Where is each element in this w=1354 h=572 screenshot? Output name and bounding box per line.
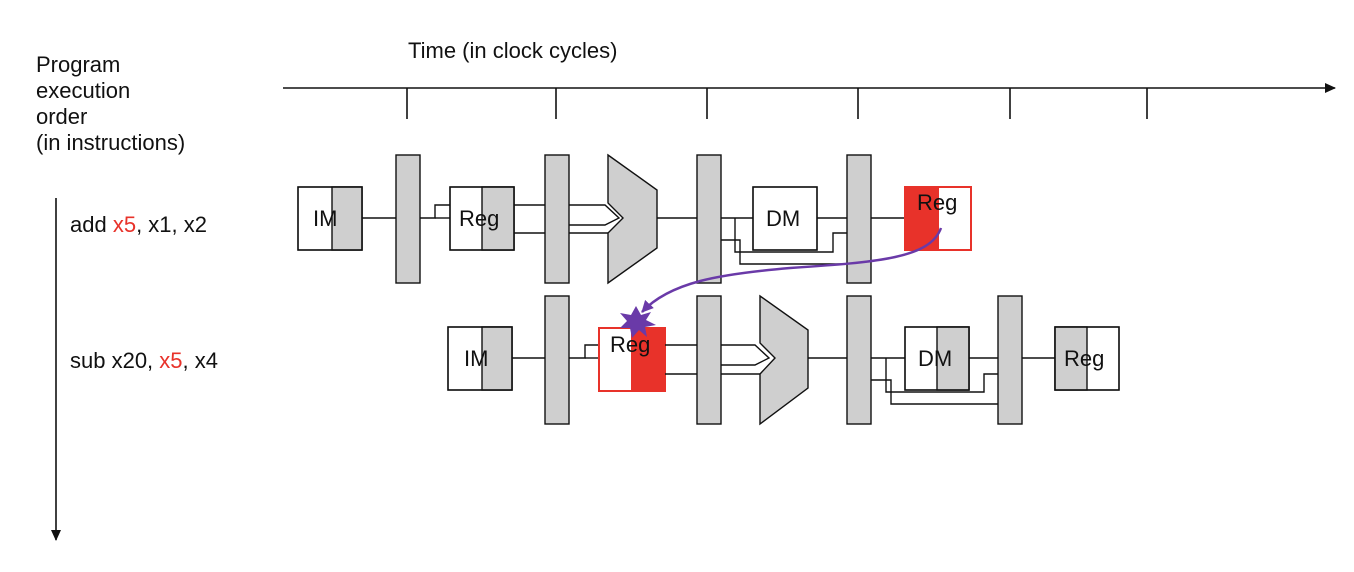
reg-label: Reg xyxy=(917,190,958,215)
im-unit xyxy=(447,326,513,391)
dependent-register: x5 xyxy=(159,348,183,373)
dependent-register: x5 xyxy=(112,212,137,237)
reg-label: Reg xyxy=(610,332,651,357)
reg-read-unit xyxy=(449,186,515,251)
reg-label: Reg xyxy=(1064,346,1105,371)
instruction-sub: sub x20, x5, x4 xyxy=(70,348,218,374)
pipeline-register xyxy=(846,295,872,425)
instruction-text: , x4 xyxy=(182,348,218,373)
dm-label: DM xyxy=(918,346,953,371)
instruction-text: sub x20, xyxy=(70,348,160,373)
alu-unit xyxy=(759,294,809,426)
pipeline-sub xyxy=(447,294,1120,426)
pipeline-register xyxy=(696,295,722,425)
instruction-text: , x1, x2 xyxy=(136,212,207,237)
dm-label: DM xyxy=(766,206,801,231)
dm-unit xyxy=(752,186,818,251)
im-label: IM xyxy=(464,346,489,371)
order-label-line: execution xyxy=(36,78,131,103)
instruction-add: add x5, x1, x2 xyxy=(70,212,207,238)
hazard-dependency-arrow xyxy=(620,227,943,338)
cycle-ticks xyxy=(406,88,1148,119)
pipeline-register xyxy=(696,154,722,284)
im-unit xyxy=(297,186,363,251)
pipeline-register xyxy=(544,154,570,284)
reg-write-unit xyxy=(1054,326,1120,391)
collision-burst-icon xyxy=(620,306,656,338)
pipeline-register xyxy=(997,295,1023,425)
order-label-line: Program xyxy=(36,52,121,77)
dm-unit xyxy=(904,326,970,391)
pipeline-register xyxy=(544,295,570,425)
order-label-line: (in instructions) xyxy=(36,130,186,155)
order-label-line: order xyxy=(36,104,88,129)
program-order-label: Program execution order (in instructions… xyxy=(36,52,185,156)
alu-unit xyxy=(607,153,658,285)
reg-write-unit-hazard xyxy=(904,186,972,251)
reg-label: Reg xyxy=(459,206,500,231)
time-axis-label: Time (in clock cycles) xyxy=(408,38,618,63)
pipeline-add xyxy=(297,153,972,285)
pipeline-register xyxy=(395,154,421,284)
instruction-text: add xyxy=(70,212,113,237)
time-axis xyxy=(283,83,1336,119)
im-label: IM xyxy=(313,206,338,231)
